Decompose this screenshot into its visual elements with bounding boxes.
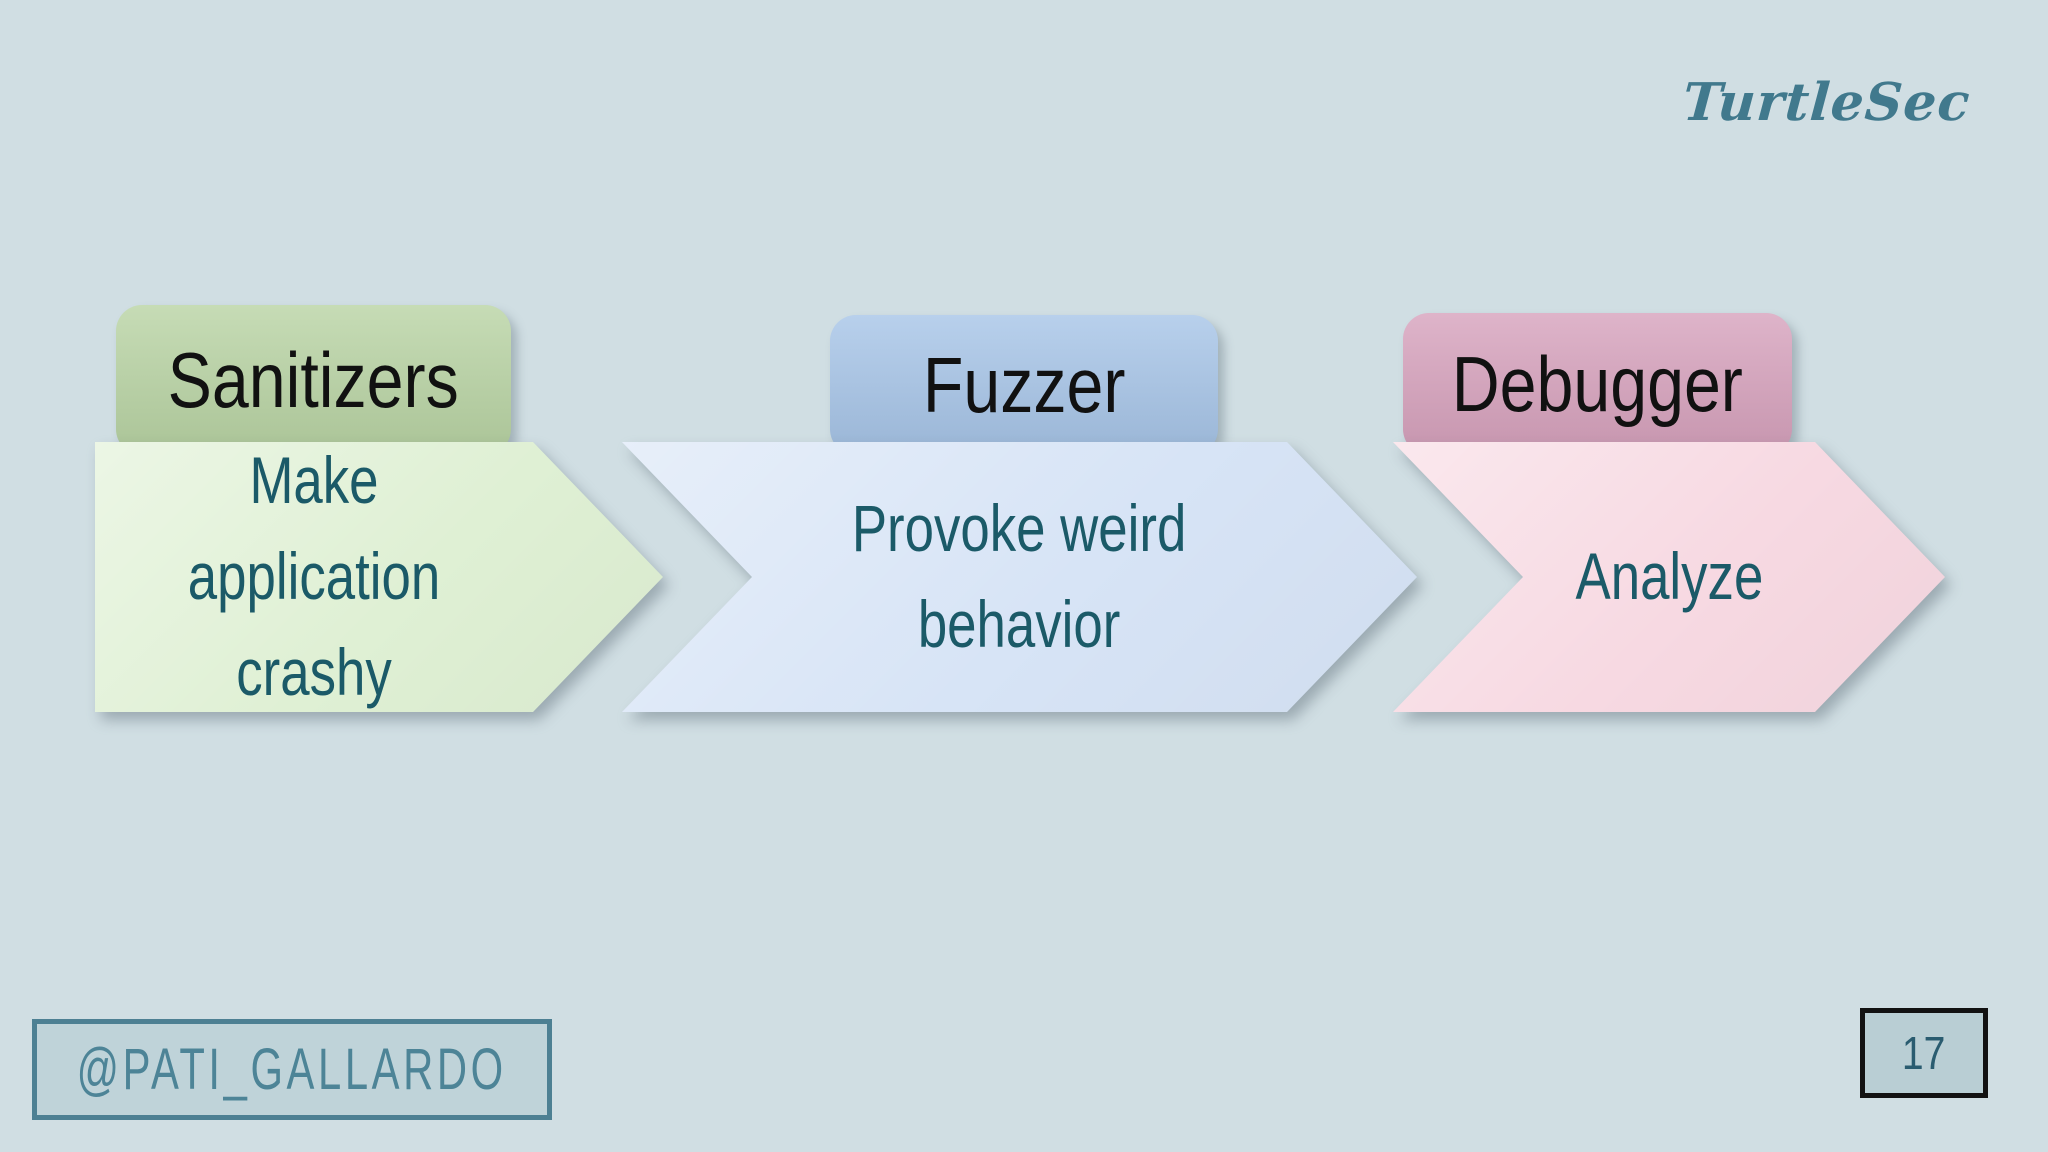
step-arrow-shape: Make application crashy — [95, 442, 663, 712]
step-arrow-label: Make application crashy — [187, 443, 441, 709]
step-arrow-label: Provoke weird behavior — [852, 491, 1187, 661]
step-arrow-shape: Provoke weird behavior — [622, 442, 1417, 712]
step-tab: Debugger — [1403, 313, 1792, 455]
step-arrow: Provoke weird behavior — [622, 442, 1417, 712]
step-arrow-label: Analyze — [1575, 539, 1763, 614]
step-tab-label: Sanitizers — [167, 335, 460, 424]
step-arrow: Analyze — [1393, 442, 1945, 712]
step-arrow-shape: Analyze — [1393, 442, 1945, 712]
page-number-box: 17 — [1860, 1008, 1988, 1098]
page-number: 17 — [1902, 1027, 1946, 1079]
step-arrow: Make application crashy — [95, 442, 663, 712]
step-tab-label: Fuzzer — [922, 340, 1126, 429]
step-tab: Fuzzer — [830, 315, 1218, 455]
author-handle-box: @PATI_GALLARDO — [32, 1019, 552, 1120]
step-tab: Sanitizers — [116, 305, 511, 455]
author-handle: @PATI_GALLARDO — [76, 1037, 508, 1102]
brand-logo: TurtleSec — [1680, 72, 1973, 133]
step-tab-label: Debugger — [1451, 339, 1744, 428]
